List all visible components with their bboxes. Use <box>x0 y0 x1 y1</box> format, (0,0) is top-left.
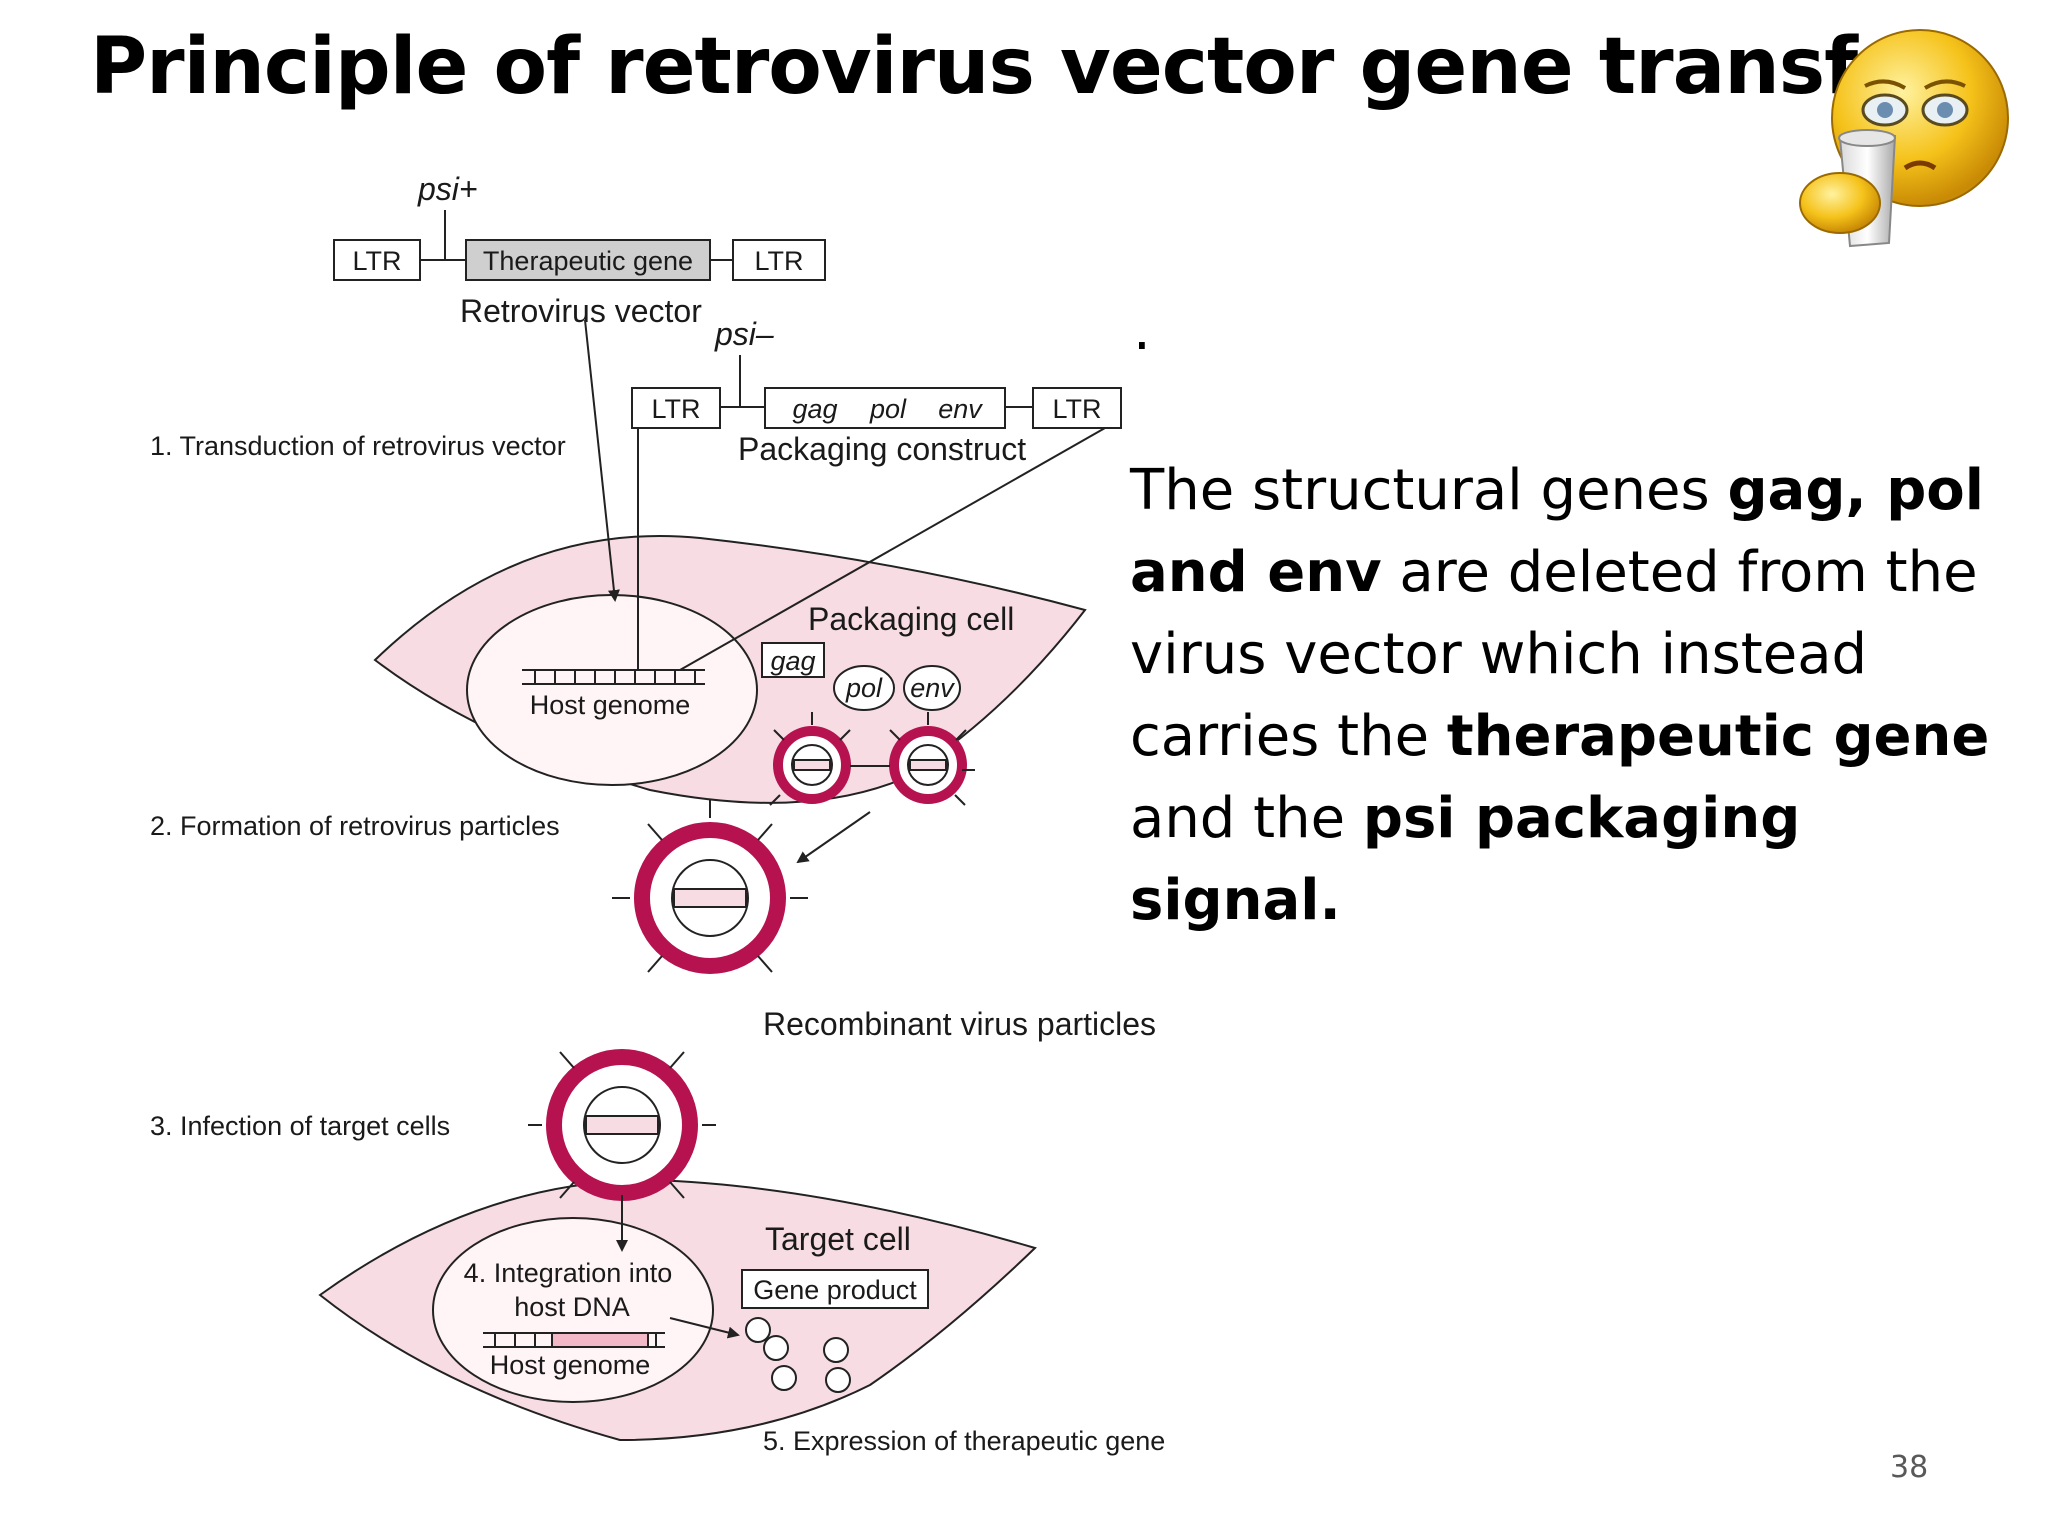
env-label: env <box>938 394 983 424</box>
recombinant-virus-label: Recombinant virus particles <box>763 1006 1156 1042</box>
ltr-label: LTR <box>1052 394 1101 424</box>
target-cell-label: Target cell <box>765 1221 911 1257</box>
step-3-label: 3. Infection of target cells <box>150 1111 450 1141</box>
gene-product-box <box>741 1269 929 1309</box>
retrovirus-vector: psi+ LTR Therapeutic gene LTR Retrovirus… <box>333 171 826 329</box>
therapeutic-gene-box <box>465 239 711 281</box>
step-2-label: 2. Formation of retrovirus particles <box>150 811 560 841</box>
ltr-box <box>1032 387 1122 429</box>
host-genome-dna <box>522 669 705 685</box>
gag-pol-env-box <box>764 387 1006 429</box>
target-cell: 4. Integration into host DNA Host genome… <box>318 1178 1037 1442</box>
host-genome-label: Host genome <box>530 690 691 720</box>
pol-label: pol <box>869 394 907 424</box>
env-protein <box>903 665 961 711</box>
pol-protein-label: pol <box>845 673 883 703</box>
budding-virus-1 <box>769 712 851 806</box>
retrovirus-vector-caption: Retrovirus vector <box>460 293 702 329</box>
packaging-construct: psi– LTR gag pol env LTR Packaging const… <box>631 316 1122 467</box>
gag-label: gag <box>792 394 837 424</box>
ltr-box <box>732 239 826 281</box>
step-4-line1: 4. Integration into <box>464 1258 673 1288</box>
recombinant-virus-particle <box>612 800 808 974</box>
ltr-label: LTR <box>352 246 401 276</box>
emoji-drinking-icon <box>1799 29 2009 248</box>
ltr-label: LTR <box>651 394 700 424</box>
psi-plus-label: psi+ <box>417 171 478 207</box>
packaging-construct-caption: Packaging construct <box>738 431 1026 467</box>
packaging-cell: Host genome Packaging cell gag pol env <box>373 534 1087 804</box>
integrated-host-genome <box>483 1332 665 1348</box>
therapeutic-gene-label: Therapeutic gene <box>483 246 693 276</box>
target-nucleus <box>432 1217 714 1403</box>
ltr-label: LTR <box>754 246 803 276</box>
step-1-label: 1. Transduction of retrovirus vector <box>150 431 566 461</box>
pol-protein <box>833 665 895 711</box>
ltr-box <box>631 387 721 429</box>
host-genome-label: Host genome <box>490 1350 651 1380</box>
step-5-label: 5. Expression of therapeutic gene <box>763 1426 1165 1456</box>
psi-minus-label: psi– <box>714 316 774 352</box>
gag-protein-label: gag <box>770 646 815 676</box>
step-4-line2: host DNA <box>514 1292 630 1322</box>
packaging-cell-label: Packaging cell <box>808 601 1014 637</box>
explanation-text: The structural genes gag, pol and env ar… <box>1130 458 1990 933</box>
gag-protein-box <box>761 642 825 678</box>
gene-product-molecules <box>745 1317 851 1393</box>
ltr-box <box>333 239 421 281</box>
bullet-dot: . <box>1133 298 1151 363</box>
gene-product-label: Gene product <box>753 1275 917 1305</box>
slide-title: Principle of retrovirus vector gene tran… <box>90 22 1947 112</box>
page-number: 38 <box>1890 1450 1929 1485</box>
budding-virus-2 <box>889 712 975 806</box>
infecting-virus-particle <box>528 1049 716 1201</box>
env-protein-label: env <box>910 673 955 703</box>
